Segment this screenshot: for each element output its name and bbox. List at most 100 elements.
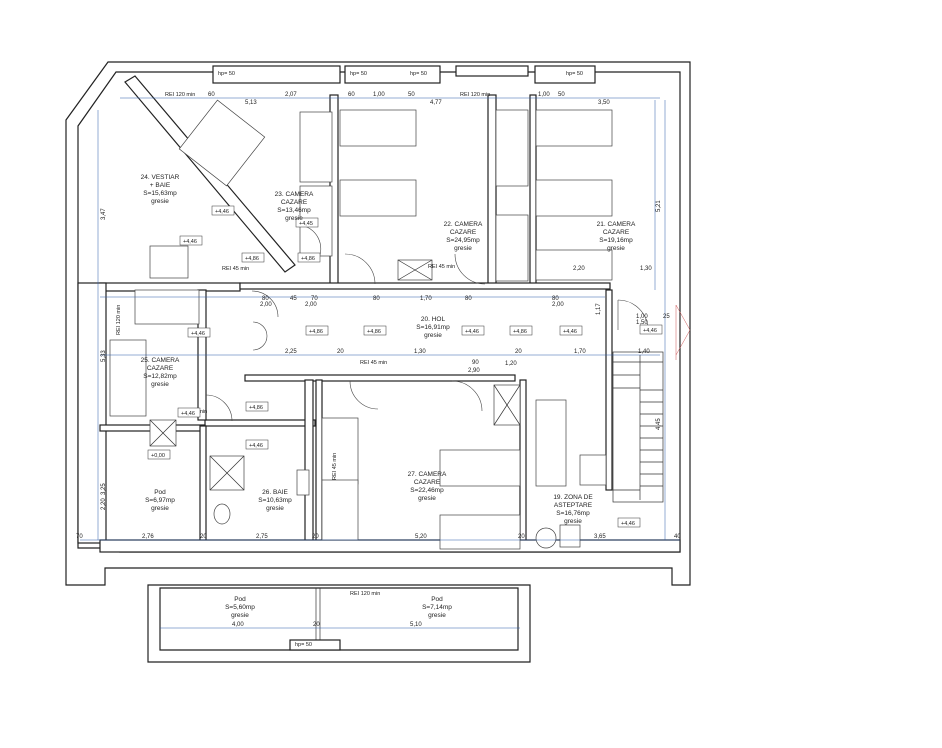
room-area: S=13,46mp <box>277 207 311 214</box>
dimension-text: 90 <box>472 360 479 366</box>
room-area: S=15,63mp <box>143 190 177 197</box>
dimension-text: 3,50 <box>598 100 610 106</box>
level-marker: +4,86 <box>301 256 315 262</box>
level-marker: +4,46 <box>215 209 229 215</box>
room-floor: gresie <box>151 381 169 388</box>
room-name: ASTEPTARE <box>554 502 593 509</box>
dimension-text: 80 <box>373 296 380 302</box>
dimension-text: 80 <box>465 296 472 302</box>
rei-label: REI 45 min <box>360 360 387 366</box>
level-marker: +4,86 <box>367 329 381 335</box>
room-area: S=24,95mp <box>446 237 480 244</box>
room-number: Pod <box>154 489 166 496</box>
room-area: S=6,97mp <box>145 497 175 504</box>
dimension-text: 2,00 <box>552 302 564 308</box>
dimension-text: 1,17 <box>596 303 602 315</box>
room-area: S=5,60mp <box>225 604 255 611</box>
dimension-text: 1,00 <box>373 92 385 98</box>
room-floor: gresie <box>231 612 249 619</box>
level-marker: +4,45 <box>299 221 313 227</box>
window-label: hp= 50 <box>410 71 427 77</box>
sink <box>296 469 310 496</box>
dimension-text: 50 <box>558 92 565 98</box>
level-markers: +4,46 +4,46 +4,86 +4,86 +4,45 +4,86 +4,4… <box>147 205 663 528</box>
room-number: Pod <box>431 596 443 603</box>
room-number: Pod <box>234 596 246 603</box>
room-number: 19. ZONA DE <box>553 494 593 501</box>
stairs <box>612 299 664 503</box>
counter <box>178 99 266 187</box>
bed <box>495 214 529 282</box>
dimension-text: 1,70 <box>420 296 432 302</box>
room-floor: gresie <box>266 505 284 512</box>
dimension-text: 1,70 <box>574 349 586 355</box>
dimension-text: 2,75 <box>256 534 268 540</box>
rei-label: REI 120 min <box>165 92 195 98</box>
level-marker: +4,46 <box>621 521 635 527</box>
bed <box>439 514 521 550</box>
dimension-text: 60 <box>208 92 215 98</box>
dimension-text: 1,00 <box>636 314 648 320</box>
room-floor: gresie <box>285 215 303 222</box>
level-marker: +4,46 <box>191 331 205 337</box>
dimension-text: 20 <box>313 622 320 628</box>
rei-label: REI 120 min <box>460 92 490 98</box>
dimension-text: 2,25 <box>285 349 297 355</box>
shower <box>149 245 189 279</box>
bed <box>535 249 613 281</box>
rei-label: REI 45 min <box>332 453 338 480</box>
bed <box>109 339 147 417</box>
room-name: CAZARE <box>414 479 441 486</box>
dimension-text: 5,13 <box>245 100 257 106</box>
room-area: S=10,63mp <box>258 497 292 504</box>
room-number: 24. VESTIAR <box>141 174 180 181</box>
dimension-text: 5,21 <box>656 200 662 212</box>
dimension-text: 80 <box>552 296 559 302</box>
doors <box>205 224 486 422</box>
bed <box>495 109 529 187</box>
level-marker: +4,86 <box>249 405 263 411</box>
room-floor: gresie <box>151 505 169 512</box>
room-number: 21. CAMERA <box>597 221 636 228</box>
room-floor: gresie <box>607 245 625 252</box>
dimension-text: 25 <box>663 314 670 320</box>
window-label: hp= 50 <box>566 71 583 77</box>
table <box>579 454 607 486</box>
dimension-text: 1,40 <box>638 349 650 355</box>
rei-label: REI 45 min <box>222 266 249 272</box>
room-area: S=19,16mp <box>599 237 633 244</box>
room-name: CAZARE <box>147 365 174 372</box>
bed <box>535 109 613 147</box>
dimension-text: 45 <box>290 296 297 302</box>
dimension-text: 3,25 <box>101 483 107 495</box>
dimension-text: 50 <box>408 92 415 98</box>
dimension-text: 1,30 <box>414 349 426 355</box>
room-name: CAZARE <box>450 229 477 236</box>
dimension-text: 70 <box>311 296 318 302</box>
level-marker: +4,86 <box>245 256 259 262</box>
rei-label: REI 120 min <box>116 305 122 335</box>
room-floor: gresie <box>564 518 582 525</box>
dimension-text: 2,90 <box>468 368 480 374</box>
dimension-text: 20 <box>515 349 522 355</box>
room-number: 20. HOL <box>421 316 446 323</box>
room-labels: 24. VESTIAR + BAIE S=15,63mp gresie 23. … <box>141 174 636 619</box>
dimension-text: 20 <box>337 349 344 355</box>
room-number: 23. CAMERA <box>275 191 314 198</box>
room-name: CAZARE <box>281 199 308 206</box>
dimension-text: 1,00 <box>538 92 550 98</box>
level-marker: +4,46 <box>465 329 479 335</box>
room-area: S=22,46mp <box>410 487 444 494</box>
window-label: hp= 50 <box>295 642 312 648</box>
dimension-text: 4,45 <box>656 418 662 430</box>
dimension-text: 20 <box>518 534 525 540</box>
dimension-text: 2,00 <box>305 302 317 308</box>
room-floor: gresie <box>418 495 436 502</box>
dimension-text: 20 <box>200 534 207 540</box>
room-number: 22. CAMERA <box>444 221 483 228</box>
room-floor: gresie <box>428 612 446 619</box>
window-label: hp= 50 <box>350 71 367 77</box>
room-number: 26. BAIE <box>262 489 288 496</box>
dimension-text: 2,20 <box>101 498 107 510</box>
